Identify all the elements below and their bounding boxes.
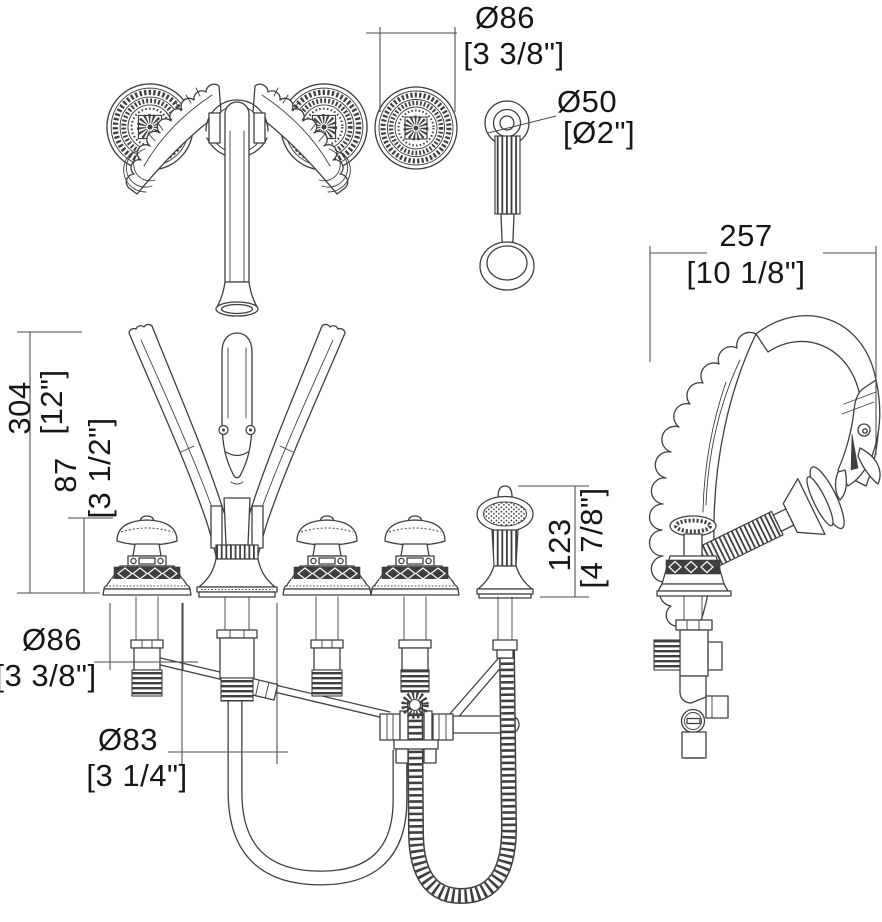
spout-tube-top-view [224,101,250,283]
dim-handle-height: 87 [3 1/2"] [48,417,117,593]
tee-knurled-collar [401,691,429,719]
swan-beak-upper [850,433,859,471]
side-view-spout-and-handshower [648,315,881,759]
swan-beak-lower [857,447,881,485]
pipe-coupler [246,677,279,701]
dim-handle-height-metric: 87 [48,457,83,492]
handshower-grip-front [491,529,519,567]
right-handle-shank [398,596,432,693]
dim-handle-base-metric: Ø86 [22,622,82,657]
dim-spout-base-imperial: [3 1/4"] [86,758,187,793]
dim-handle-base: Ø86 [3 3/8"] [0,603,198,693]
dim-spout-reach-imperial: [10 1/8"] [687,255,806,290]
dimension-annotations: Ø86 [3 3/8"] Ø50 [Ø2"] 257 [10 1/8"] 304… [0,0,877,793]
handshower-top-view [479,100,535,291]
swan-neck-side-view [755,315,880,487]
dim-spout-height: 304 [12"] [2,331,100,594]
diverter-outlet [705,695,729,719]
supply-loop-tube [227,690,408,886]
dim-handshower-head-metric: Ø50 [557,84,617,119]
spout-shank [216,596,258,702]
diverter-tee [379,691,454,764]
threaded-inlet [653,639,681,671]
handshower-shank [492,596,518,659]
swan-eye [857,423,871,437]
dim-handshower-head: Ø50 [Ø2"] [487,84,635,150]
handle-left [102,515,192,596]
spout-knurled-band [215,544,259,560]
dim-spout-reach-metric: 257 [719,218,772,253]
below-deck-plumbing [151,649,520,905]
spout-side-tab [208,112,221,144]
handshower-front-view [476,485,534,599]
dim-handshower-head-imperial: [Ø2"] [563,115,635,150]
handshower-knob [497,485,513,498]
top-view-spout-and-handles [107,84,367,317]
swan-beak-tip [834,469,847,501]
dim-escutcheon-top: Ø86 [3 3/8"] [366,0,564,112]
swan-spout-front-view [196,332,278,598]
dim-spout-base: Ø83 [3 1/4"] [86,603,288,793]
spout-side-tab [253,112,266,144]
dim-handshower-height-metric: 123 [542,518,577,571]
handshower-grip [494,135,521,215]
handle-right [370,515,460,596]
front-view-assembly [102,323,534,905]
escutcheon-front-view [375,87,457,169]
dim-spout-height-metric: 304 [2,381,37,434]
dim-spout-base-metric: Ø83 [98,722,158,757]
dim-handle-height-imperial: [3 1/2"] [82,417,117,518]
dim-handshower-height: 123 [4 7/8"] [518,485,609,598]
dim-spout-height-imperial: [12"] [34,369,69,434]
dim-escutcheon-top-imperial: [3 3/8"] [463,36,564,71]
dim-spout-reach: 257 [10 1/8"] [649,218,877,455]
handle-middle [282,515,372,596]
side-view-shank-and-diverter [653,595,729,759]
swan-wing-side-view [648,331,757,627]
dim-escutcheon-top-metric: Ø86 [475,0,535,35]
dim-handle-base-imperial: [3 3/8"] [0,658,97,693]
dim-handshower-height-imperial: [4 7/8"] [574,487,609,588]
